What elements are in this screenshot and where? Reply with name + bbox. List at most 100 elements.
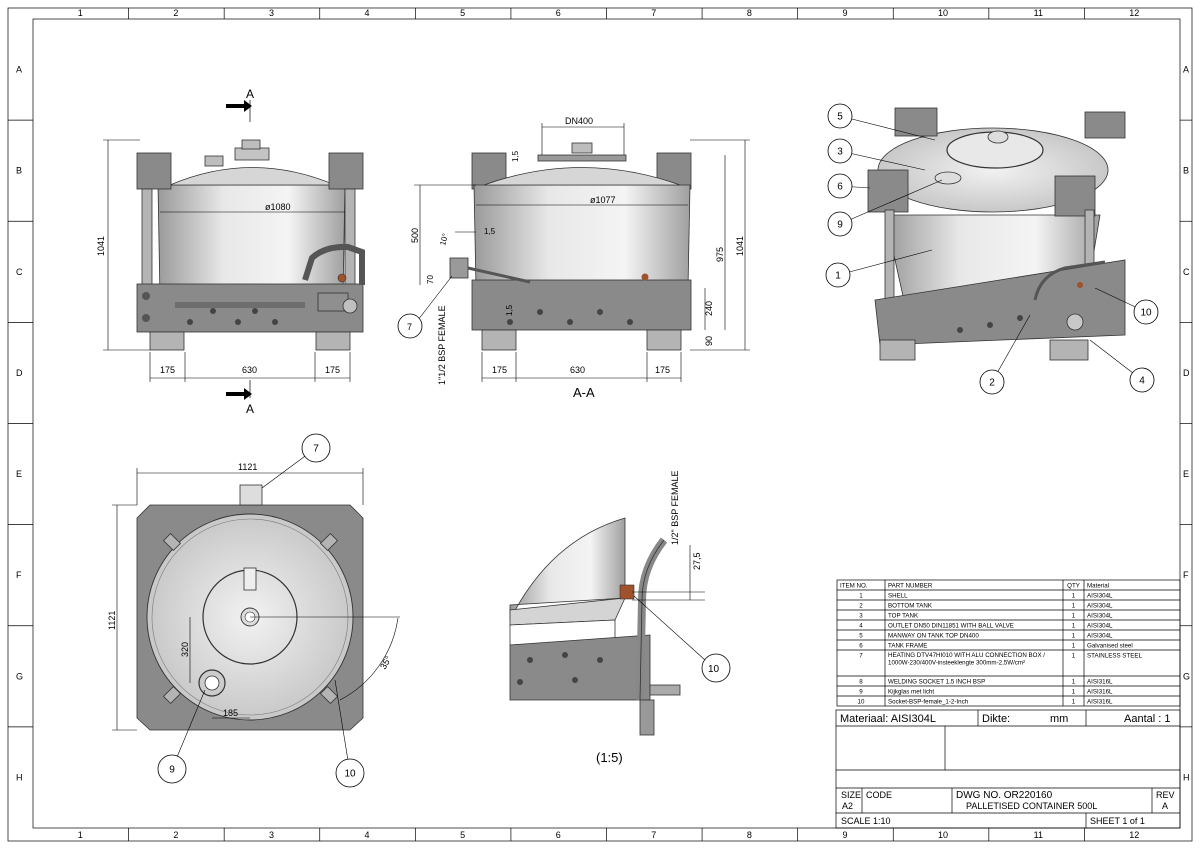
bom-cell: SHELL <box>888 593 908 600</box>
bom-cell: TOP TANK <box>888 613 919 620</box>
column-label-top: 11 <box>1034 8 1043 18</box>
section-wall: 1,5 <box>484 227 496 236</box>
row-label-left: D <box>16 368 23 378</box>
bom-cell: HEATING DTV47HI010 WITH ALU CONNECTION B… <box>888 652 1045 667</box>
bom-cell: BOTTOM TANK <box>888 603 933 610</box>
row-label-right: G <box>1183 671 1190 681</box>
bom-cell: 3 <box>859 613 863 620</box>
section-title: A-A <box>573 385 595 400</box>
section-diameter: ø1077 <box>590 195 616 205</box>
row-label-left: E <box>16 469 22 479</box>
title-rev-label: REV <box>1156 790 1175 800</box>
bom-cell: 5 <box>859 633 863 640</box>
balloon <box>335 758 365 788</box>
section-marker-top: A <box>246 87 254 101</box>
section-marker-bottom: A <box>246 402 254 416</box>
balloon <box>157 754 187 784</box>
row-label-right: E <box>1183 469 1189 479</box>
title-rev: A <box>1162 801 1168 811</box>
bom-cell: AISI316L <box>1087 689 1113 696</box>
title-aantal: Aantal : 1 <box>1124 713 1170 725</box>
section-dim-90: 90 <box>704 336 714 346</box>
tank-top <box>169 167 336 186</box>
detail-frame <box>509 634 651 701</box>
column-label-top: 12 <box>1129 8 1139 18</box>
bom-cell: 1 <box>1072 679 1076 686</box>
row-label-left: A <box>16 65 22 75</box>
bom-cell: 2 <box>859 603 863 610</box>
front-view: A A ø1080 10 <box>96 87 365 416</box>
row-label-right: B <box>1183 166 1189 176</box>
bom-cell: AISI304L <box>1087 633 1113 640</box>
bom-header: PART NUMBER <box>888 583 933 590</box>
column-label-bottom: 7 <box>651 830 656 840</box>
row-label-left: H <box>16 772 23 782</box>
title-scale: SCALE 1:10 <box>841 816 891 826</box>
column-label-top: 3 <box>269 8 274 18</box>
balloon-number: 10 <box>1140 308 1152 319</box>
bom-cell: OUTLET DN50 DIN11851 WITH BALL VALVE <box>888 623 1014 630</box>
bom-cell: 6 <box>859 643 863 650</box>
bom-header: QTY <box>1067 583 1080 590</box>
front-dim-right: 175 <box>325 365 340 375</box>
column-label-bottom: 6 <box>556 830 561 840</box>
row-label-left: F <box>16 570 22 580</box>
row-label-right: D <box>1183 368 1190 378</box>
bom-cell: TANK FRAME <box>888 643 927 650</box>
section-arrow-bottom <box>226 388 252 400</box>
column-label-bottom: 2 <box>173 830 178 840</box>
balloon <box>979 369 1005 395</box>
top-height: 1121 <box>107 611 117 630</box>
row-label-right: C <box>1183 267 1190 277</box>
bom-cell: 1 <box>1072 699 1076 706</box>
detail-view: 27,5 1/2" BSP FEMALE (1:5) 10 <box>509 470 731 765</box>
bom-cell: 1 <box>1072 623 1076 630</box>
detail-balloon-10: 10 <box>708 664 720 675</box>
row-label-left: B <box>16 166 22 176</box>
iso-pallet <box>874 259 1126 346</box>
section-angle: 10° <box>438 232 450 246</box>
bom-cell: Socket-BSP-female_1-2-Inch <box>888 699 969 706</box>
balloon-number: 1 <box>835 271 841 282</box>
balloon-number: 5 <box>837 112 843 123</box>
section-dim-240: 240 <box>704 301 714 316</box>
frame-corner-left <box>136 152 172 190</box>
balloon-number: 2 <box>989 378 995 389</box>
title-mm: mm <box>1050 713 1068 725</box>
row-label-left: G <box>16 671 23 681</box>
bom-cell: 1 <box>859 593 863 600</box>
outlet-valve <box>342 298 358 314</box>
bom-cell: WELDING SOCKET 1,5 INCH BSP <box>888 679 985 686</box>
section-dim-975: 975 <box>715 247 725 262</box>
column-label-bottom: 11 <box>1034 830 1043 840</box>
balloon-number: 4 <box>1139 376 1145 387</box>
balloon <box>1133 299 1159 325</box>
column-label-bottom: 12 <box>1129 830 1139 840</box>
section-dim-mid: 630 <box>570 365 585 375</box>
bom-cell: 9 <box>859 689 863 696</box>
section-arrow-top <box>226 100 252 112</box>
balloon-number: 9 <box>837 220 843 231</box>
column-label-top: 5 <box>460 8 465 18</box>
section-balloon-7: 7 <box>407 322 412 332</box>
column-label-bottom: 4 <box>365 830 370 840</box>
bom-cell: AISI316L <box>1087 679 1113 686</box>
balloon-number: 6 <box>837 182 843 193</box>
front-dim-left: 175 <box>160 365 175 375</box>
bom-cell: 7 <box>859 653 863 660</box>
balloon <box>827 103 853 129</box>
column-label-top: 6 <box>556 8 561 18</box>
bom-cell: 1 <box>1072 653 1076 660</box>
section-top-thickness: 1,5 <box>511 150 520 162</box>
column-label-bottom: 1 <box>78 830 83 840</box>
bom-cell: AISI304L <box>1087 623 1113 630</box>
bom-cell: 4 <box>859 623 863 630</box>
column-label-top: 9 <box>842 8 847 18</box>
